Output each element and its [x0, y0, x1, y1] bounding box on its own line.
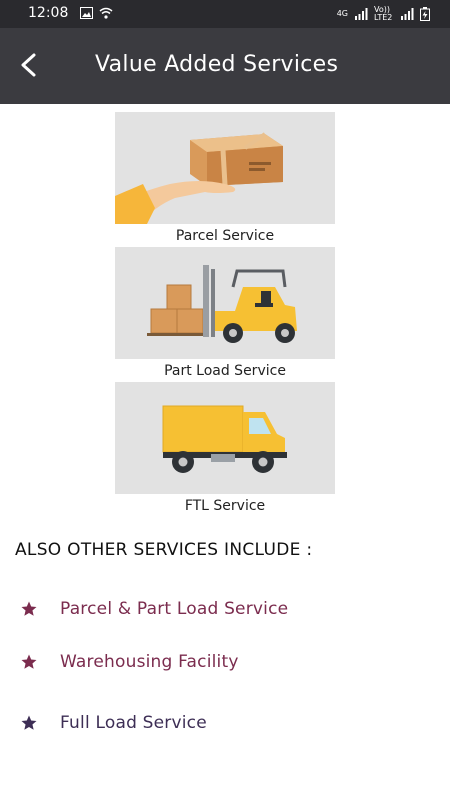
- list-item-label: Warehousing Facility: [60, 652, 239, 672]
- signal-2-icon: [401, 8, 414, 20]
- page-title: Value Added Services: [95, 52, 339, 77]
- list-item-label: Full Load Service: [60, 713, 207, 733]
- service-card-ftl[interactable]: FTL Service: [115, 382, 335, 514]
- forklift-icon: [115, 247, 335, 359]
- signal-icon: [355, 8, 368, 20]
- battery-icon: [420, 7, 430, 21]
- star-icon: [21, 601, 37, 616]
- wifi-icon: [99, 7, 113, 19]
- service-card-part-load[interactable]: Part Load Service: [115, 247, 335, 379]
- other-services-heading: ALSO OTHER SERVICES INCLUDE :: [15, 540, 313, 560]
- list-item-label: Parcel & Part Load Service: [60, 599, 289, 619]
- service-label: FTL Service: [184, 498, 266, 514]
- truck-icon: [115, 382, 335, 494]
- star-icon: [21, 654, 37, 669]
- list-item-warehousing: Warehousing Facility: [20, 652, 239, 672]
- service-label: Parcel Service: [175, 228, 275, 244]
- list-item-parcel-part-load: Parcel & Part Load Service: [20, 599, 288, 619]
- app-bar: Value Added Services: [0, 28, 450, 104]
- service-card-parcel[interactable]: Parcel Service: [115, 112, 335, 244]
- service-label: Part Load Service: [164, 363, 286, 379]
- status-time: 12:08: [28, 5, 69, 21]
- gallery-icon: [80, 7, 93, 19]
- star-icon: [21, 715, 37, 730]
- network-type: 4G: [336, 9, 348, 18]
- volte-label: Vo)) LTE2: [374, 5, 393, 22]
- list-item-full-load: Full Load Service: [20, 713, 207, 733]
- parcel-hand-icon: [115, 112, 335, 224]
- back-arrow-icon[interactable]: [14, 50, 44, 80]
- status-bar: 12:08 4G Vo)) LTE2: [0, 0, 450, 28]
